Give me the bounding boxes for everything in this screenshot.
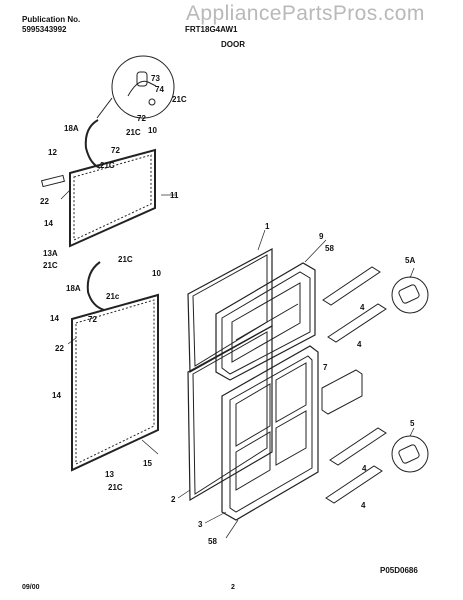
callout-5: 5 bbox=[410, 419, 415, 428]
callout-14: 14 bbox=[50, 314, 59, 323]
callout-21c: 21C bbox=[172, 95, 187, 104]
freezer-door bbox=[187, 247, 316, 381]
callout-21c: 21C bbox=[100, 161, 115, 170]
callout-10: 10 bbox=[152, 269, 161, 278]
publication-number: 5995343992 bbox=[22, 25, 67, 34]
callout-10: 10 bbox=[148, 126, 157, 135]
callout-21c: 21C bbox=[43, 261, 58, 270]
callout-58: 58 bbox=[325, 244, 334, 253]
callout-4: 4 bbox=[361, 501, 366, 510]
callout-13: 13 bbox=[105, 470, 114, 479]
callout-1: 1 bbox=[265, 222, 270, 231]
callout-4: 4 bbox=[360, 303, 365, 312]
model-code: FRT18G4AW1 bbox=[185, 25, 238, 34]
callout-11: 11 bbox=[170, 191, 179, 200]
footer-date: 09/00 bbox=[22, 584, 40, 591]
callout-18a: 18A bbox=[66, 284, 81, 293]
page-number: 2 bbox=[231, 584, 235, 591]
callout-3: 3 bbox=[198, 520, 203, 529]
callout-21c: 21c bbox=[106, 292, 120, 301]
callout-72: 72 bbox=[111, 146, 120, 155]
callout-5a: 5A bbox=[405, 256, 415, 265]
callout-14: 14 bbox=[52, 391, 61, 400]
callout-74: 74 bbox=[155, 85, 164, 94]
callout-4: 4 bbox=[362, 464, 367, 473]
callout-14: 14 bbox=[44, 219, 53, 228]
callout-13a: 13A bbox=[43, 249, 58, 258]
detail-circle bbox=[111, 55, 175, 119]
publication-label: Publication No. bbox=[22, 15, 81, 24]
callout-21c: 21C bbox=[118, 255, 133, 264]
callout-18a: 18A bbox=[64, 124, 79, 133]
callout-7: 7 bbox=[323, 363, 328, 372]
fresh-food-door bbox=[187, 324, 319, 521]
section-title: DOOR bbox=[221, 40, 245, 49]
callout-22: 22 bbox=[40, 197, 49, 206]
callout-21c: 21C bbox=[126, 128, 141, 137]
callout-2: 2 bbox=[171, 495, 176, 504]
fresh-food-gasket bbox=[71, 293, 159, 472]
freezer-gasket bbox=[69, 148, 156, 248]
callout-9: 9 bbox=[319, 232, 324, 241]
callout-15: 15 bbox=[143, 459, 152, 468]
callout-12: 12 bbox=[48, 148, 57, 157]
callout-22: 22 bbox=[55, 344, 64, 353]
callout-72: 72 bbox=[88, 315, 97, 324]
callout-4: 4 bbox=[357, 340, 362, 349]
callout-72: 72 bbox=[137, 114, 146, 123]
drawing-number: P05D0686 bbox=[380, 566, 418, 575]
callout-58: 58 bbox=[208, 537, 217, 546]
callout-73: 73 bbox=[151, 74, 160, 83]
callout-21c: 21C bbox=[108, 483, 123, 492]
watermark: AppliancePartsPros.com bbox=[186, 2, 425, 25]
